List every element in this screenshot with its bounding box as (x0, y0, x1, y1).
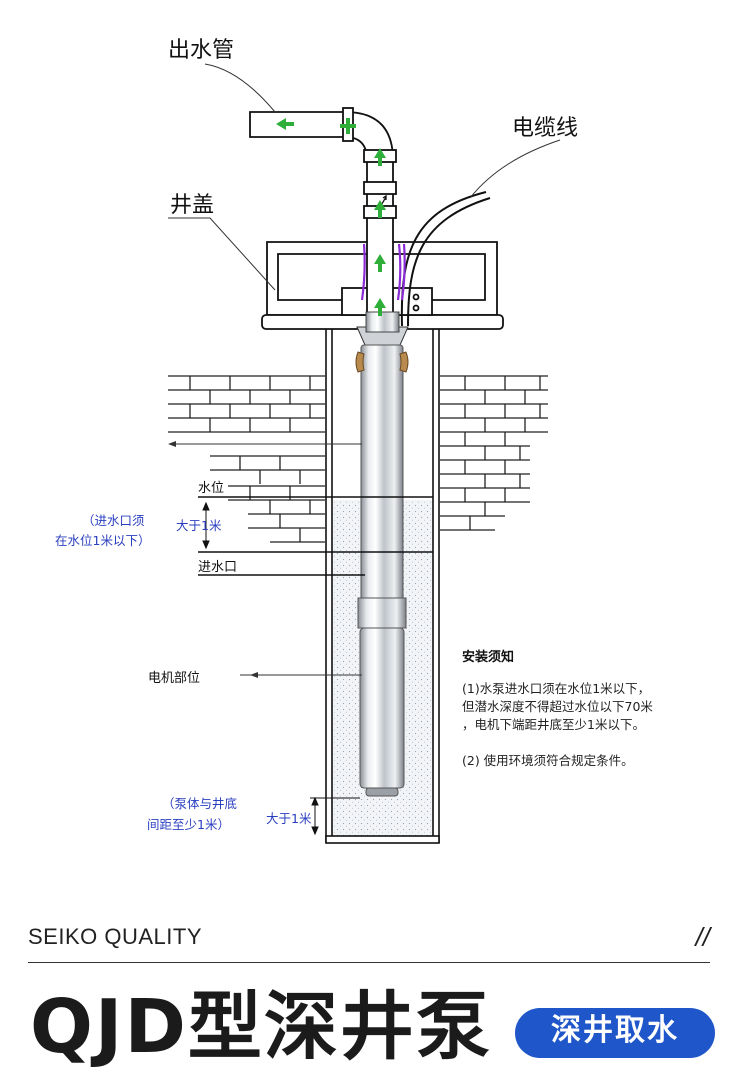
label-greater-1m-top: 大于1米 (176, 518, 222, 533)
dimension-marks (202, 501, 360, 836)
flow-arrow-icon (374, 200, 386, 218)
ground-brick-left (168, 375, 325, 543)
label-inlet: 进水口 (198, 560, 237, 575)
leader-lines (168, 63, 561, 676)
label-motor-part: 电机部位 (148, 671, 200, 686)
notes-line2: 但潜水深度不得超过水位以下70米 (462, 699, 653, 714)
brand-quality-text: SEIKO QUALITY (28, 924, 202, 949)
bottom-note-line2: 间距至少1米） (147, 817, 230, 832)
level-lines (198, 496, 433, 576)
notes-line1: (1)水泵进水口须在水位1米以下， (462, 681, 650, 696)
flow-arrow-icon (374, 298, 386, 316)
label-greater-1m-bottom: 大于1米 (266, 811, 312, 826)
deep-well-pump (355, 311, 409, 797)
inlet-note-line2: 在水位1米以下） (55, 533, 150, 548)
power-cable (400, 191, 491, 327)
product-title: QJD型深井泵 (30, 984, 492, 1070)
notes-line4: (2) 使用环境须符合规定条件。 (462, 753, 634, 768)
feature-badge: 深井取水 (515, 1008, 715, 1058)
label-water-level: 水位 (198, 481, 224, 496)
decorative-slash: // (695, 922, 710, 952)
quality-divider-row: SEIKO QUALITY // (28, 922, 710, 963)
cable-ties (360, 243, 406, 301)
label-cable: 电缆线 (512, 116, 578, 141)
notes-title: 安装须知 (462, 649, 514, 665)
flow-arrow-icon (374, 254, 386, 272)
bottom-note-line1: （泵体与井底 (162, 796, 237, 811)
notes-line3: ，电机下端距井底至少1米以下。 (462, 717, 645, 732)
ground-brick-right (440, 375, 548, 531)
inlet-note-line1: （进水口须 (82, 513, 145, 528)
flow-arrow-icon (340, 118, 356, 134)
flow-arrow-icon (374, 148, 386, 166)
leader-arrowheads (168, 441, 258, 678)
flow-arrows (276, 118, 386, 316)
label-well-cover: 井盖 (170, 193, 214, 218)
label-outlet-pipe: 出水管 (168, 38, 234, 63)
installation-diagram: 出水管 电缆线 井盖 水位 进水口 电机部位 （进水口须 在水位1米以下） 大于… (55, 38, 653, 844)
flow-arrow-icon (276, 118, 294, 130)
